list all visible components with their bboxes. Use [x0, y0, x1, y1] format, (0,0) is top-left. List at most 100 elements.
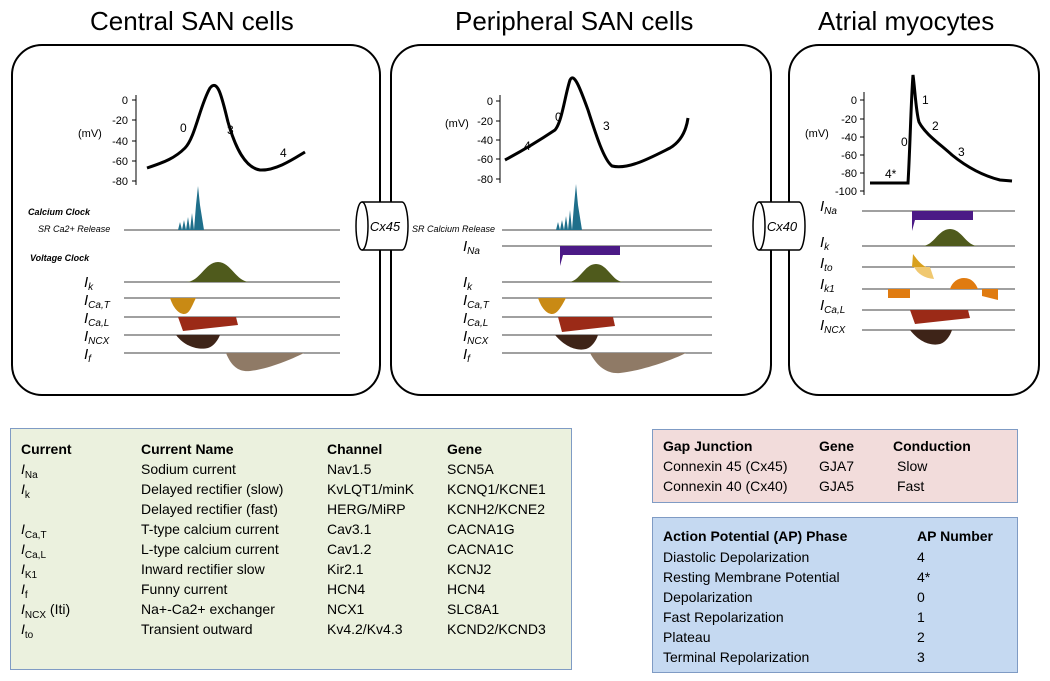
- peripheral-incx-wave: [555, 335, 598, 350]
- current-name: Sodium current: [141, 461, 236, 477]
- ap-table-header: Action Potential (AP) Phase AP Number: [653, 526, 1017, 546]
- central-calcium-release: [178, 186, 204, 230]
- ap-number: 2: [917, 629, 925, 645]
- atrial-phase-label: 4*: [885, 167, 897, 181]
- ap-number: 4*: [917, 569, 931, 585]
- header-gap-junction: Gap Junction: [663, 438, 753, 454]
- peripheral-phase-label: 4: [524, 139, 531, 153]
- ap-phase: Diastolic Depolarization: [663, 549, 810, 565]
- central-phase-label: 3: [227, 123, 234, 137]
- peripheral-current-ica-l: ICa,L: [463, 310, 488, 329]
- central-y-tick: 0: [122, 95, 128, 107]
- central-current-if: If: [84, 346, 92, 365]
- gene: KCNQ1/KCNE1: [447, 481, 546, 497]
- atrial-myocytes-title: Atrial myocytes: [818, 6, 995, 36]
- peripheral-current-ica-t: ICa,T: [463, 292, 490, 311]
- atrial-ik1-wave: [888, 278, 998, 300]
- peripheral-y-tick: -60: [477, 154, 493, 166]
- atrial-y-unit: (mV): [805, 128, 829, 140]
- ap-phase: Plateau: [663, 629, 711, 645]
- channel: HERG/MiRP: [327, 501, 406, 517]
- cx45-label: Cx45: [370, 219, 401, 234]
- central-action-potential: [146, 84, 306, 172]
- calcium-clock-label: Calcium Clock: [28, 207, 91, 217]
- channel: NCX1: [327, 601, 365, 617]
- header-channel: Channel: [327, 441, 383, 457]
- header-ap-phase: Action Potential (AP) Phase: [663, 528, 848, 544]
- table-row: Delayed rectifier (fast) HERG/MiRP KCNH2…: [11, 499, 571, 519]
- current-name: T-type calcium current: [141, 521, 279, 537]
- ap-number: 4: [917, 549, 925, 565]
- header-current-name: Current Name: [141, 441, 234, 457]
- table-row: ICa,L L-type calcium current Cav1.2 CACN…: [11, 539, 571, 561]
- atrial-y-tick: -80: [841, 168, 857, 180]
- atrial-incx-wave: [910, 330, 952, 345]
- current-name: Delayed rectifier (fast): [141, 501, 278, 517]
- atrial-y-tick: -100: [835, 186, 857, 198]
- channel: Cav3.1: [327, 521, 372, 537]
- central-y-tick: -60: [112, 156, 128, 168]
- central-current-ica-l: ICa,L: [84, 310, 109, 329]
- current-symbol: ICa,T: [21, 521, 47, 541]
- gene: SLC8A1: [447, 601, 500, 617]
- gene: HCN4: [447, 581, 486, 597]
- peripheral-y-tick: -20: [477, 116, 493, 128]
- header-ap-number: AP Number: [917, 528, 993, 544]
- table-row: Connexin 45 (Cx45) GJA7 Slow: [653, 456, 1017, 476]
- current-name: Funny current: [141, 581, 228, 597]
- table-row: IK1 Inward rectifier slow Kir2.1 KCNJ2: [11, 559, 571, 581]
- peripheral-calcium-release: [556, 184, 582, 230]
- channel: Nav1.5: [327, 461, 372, 477]
- current-symbol: Ik: [21, 481, 30, 501]
- atrial-ica-l-wave: [910, 310, 970, 324]
- atrial-phase-label: 0: [901, 135, 908, 149]
- table-row: Fast Repolarization 1: [653, 607, 1017, 627]
- table-row: Terminal Repolarization 3: [653, 647, 1017, 667]
- gene: GJA5: [819, 478, 855, 494]
- current-symbol: INCX (Iti): [21, 601, 71, 621]
- atrial-y-tick: 0: [851, 95, 857, 107]
- ap-number: 0: [917, 589, 925, 605]
- current-name: Delayed rectifier (slow): [141, 481, 284, 497]
- table-row: INa Sodium current Nav1.5 SCN5A: [11, 459, 571, 481]
- gap-junction: Connexin 45 (Cx45): [663, 458, 788, 474]
- peripheral-ik-wave: [568, 264, 624, 282]
- gene: CACNA1G: [447, 521, 515, 537]
- channel: Kir2.1: [327, 561, 364, 577]
- voltage-clock-label: Voltage Clock: [30, 253, 90, 263]
- ap-phase: Depolarization: [663, 589, 753, 605]
- table-row: Diastolic Depolarization 4: [653, 547, 1017, 567]
- central-ica-l-wave: [178, 317, 238, 331]
- atrial-ito-tail: [914, 267, 934, 279]
- current-symbol: INa: [21, 461, 38, 481]
- cx40-junction: Cx40: [752, 201, 806, 251]
- ap-phase: Fast Repolarization: [663, 609, 784, 625]
- current-symbol: If: [21, 581, 28, 601]
- table-row: Ik Delayed rectifier (slow) KvLQT1/minK …: [11, 479, 571, 501]
- peripheral-current-incx: INCX: [463, 328, 489, 347]
- current-symbol: ICa,L: [21, 541, 47, 561]
- conduction: Fast: [897, 478, 925, 494]
- gene: KCNJ2: [447, 561, 492, 577]
- central-current-ik: Ik: [84, 274, 94, 293]
- table-row: Depolarization 0: [653, 587, 1017, 607]
- peripheral-if-wave: [590, 353, 686, 374]
- peripheral-action-potential: [504, 76, 690, 169]
- peripheral-phase-label: 0: [555, 110, 562, 124]
- peripheral-current-ina: INa: [463, 238, 480, 257]
- atrial-current-incx: INCX: [820, 317, 846, 336]
- atrial-action-potential: [870, 74, 1013, 185]
- peripheral-y-tick: 0: [487, 96, 493, 108]
- atrial-y-tick: -40: [841, 132, 857, 144]
- central-ik-wave: [186, 262, 250, 282]
- ap-number: 1: [917, 609, 925, 625]
- central-if-wave: [226, 353, 304, 372]
- atrial-y-tick: -60: [841, 150, 857, 162]
- central-y-axis: [132, 95, 137, 185]
- current-name: Transient outward: [141, 621, 253, 637]
- atrial-ito-wave: [912, 254, 926, 267]
- central-incx-wave: [176, 335, 220, 349]
- atrial-current-ito: Ito: [820, 255, 833, 274]
- table-row: Resting Membrane Potential 4*: [653, 567, 1017, 587]
- atrial-current-ica-l: ICa,L: [820, 297, 845, 316]
